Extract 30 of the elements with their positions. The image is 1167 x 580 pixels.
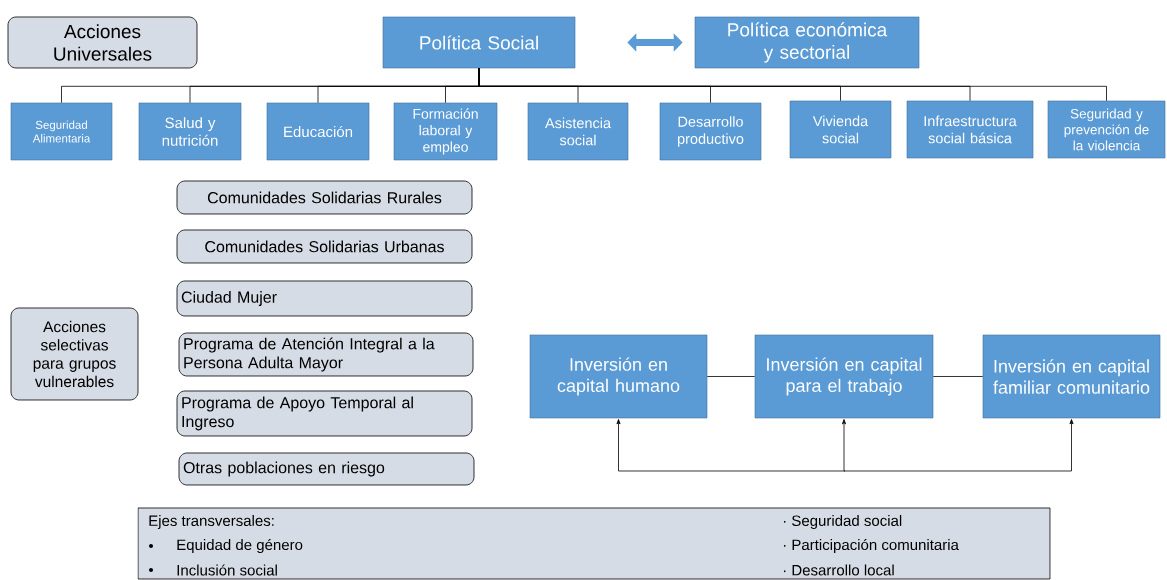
rounded-box: Otras poblaciones en riesgo [178,452,475,486]
process-box: Seguridad Alimentaria [10,102,113,161]
arrow [842,419,846,472]
process-box: Inversión en capital para el trabajo [754,334,934,419]
connector-line [932,376,984,377]
process-box: Inversión en capital humano [529,334,708,419]
process-box: Seguridad y prevención de la violencia [1047,100,1166,159]
rounded-box: Acciones selectivas para grupos vulnerables [10,307,139,401]
process-box: Infraestructura social básica [906,100,1034,159]
process-box: Educación [266,102,370,161]
arrow [844,419,1074,472]
double-arrow [627,33,683,52]
connector-line [706,376,756,377]
process-box: Desarrollo productivo [659,102,762,161]
process-box: Salud y nutrición [138,102,242,161]
rounded-box: Acciones Universales [7,16,198,69]
rounded-box: Ciudad Mujer [176,280,473,317]
process-box: Política económica y sectorial [694,16,920,69]
rounded-box: Programa de Atención Integral a la Persona Adulta Mayor [178,332,474,377]
process-box: Inversión en capital familiar comunitario [982,334,1161,419]
arrow [616,419,846,472]
process-box: Política Social [382,16,576,69]
rounded-box: Programa de Apoyo Temporal al Ingreso [176,390,473,437]
process-box: Asistencia social [527,102,629,161]
rounded-box: Comunidades Solidarias Rurales [176,180,473,215]
cross-cutting-axes-box: Ejes transversales: Equidad de género Inclusión social · Seguridad social · Participación comunitaria · Desarrollo local [137,507,1051,580]
process-box: Formación laboral y empleo [393,102,498,161]
process-box: Vivienda social [789,100,892,159]
rounded-box: Comunidades Solidarias Urbanas [176,229,473,264]
tree-connector [478,67,1107,102]
